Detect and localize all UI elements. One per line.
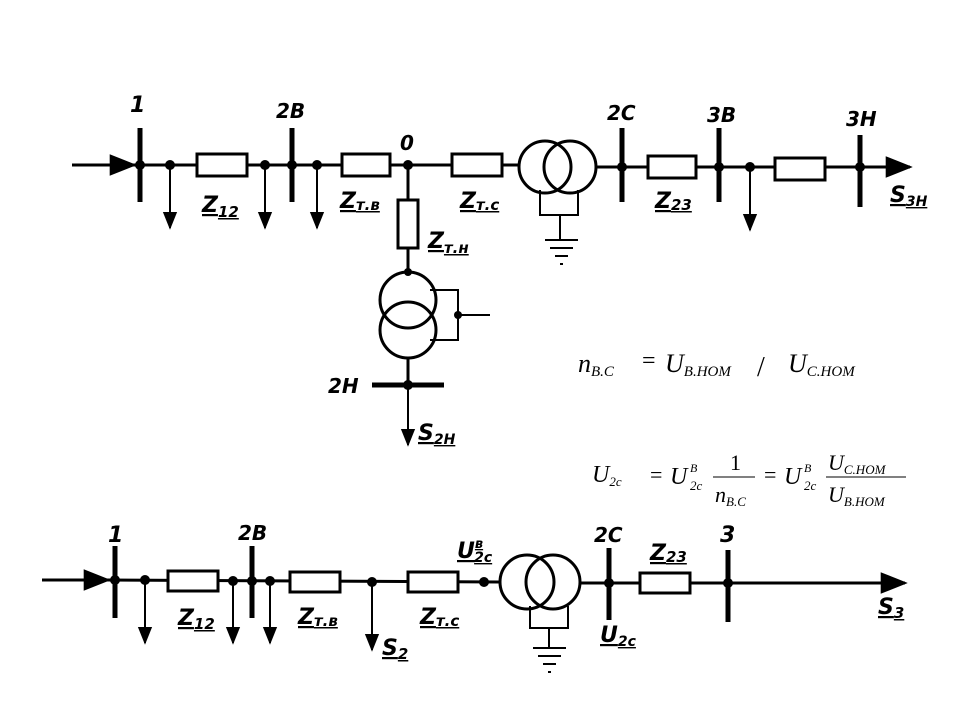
upper-transformer-coil-1 — [517, 139, 573, 195]
z23-box — [646, 154, 698, 180]
voltage-f1-num: 1 — [730, 450, 741, 475]
voltage-t2: U — [784, 464, 803, 490]
label-bus-3h: 3Н — [846, 107, 877, 131]
lower-label-bus-3: 3 — [720, 523, 735, 548]
upper-transformer-coil-2 — [542, 139, 598, 195]
lower-branch-transformer-coil-2 — [378, 300, 438, 360]
lower-transformer-coil-2 — [524, 553, 582, 611]
label-z23: Z23 — [654, 189, 692, 214]
upper-labels: 1 2В 0 2С 3В 3Н 2Н Z12 Zт.в Zт.с Z23 Zт.… — [130, 93, 928, 448]
lower-label-bus-1: 1 — [108, 523, 123, 548]
lower-ground-icon — [533, 647, 566, 673]
lower-label-ztb: Zт.в — [297, 605, 338, 630]
label-s3h: S3Н — [890, 183, 928, 210]
ratio-slash: / — [757, 352, 765, 383]
ratio-u2: UC.HOM — [788, 349, 856, 380]
label-bus-2b: 2В — [276, 99, 305, 123]
formula-voltage: U2c = U B 2c 1 nB.C = U B 2c UC.HOM UB.H… — [592, 450, 906, 509]
lower-label-s2: S2 — [382, 636, 408, 663]
label-ztb: Zт.в — [339, 189, 380, 214]
label-bus-2h: 2Н — [328, 374, 359, 398]
lower-z12-box — [166, 569, 220, 593]
lower-ztb-box — [288, 570, 342, 594]
lower-diagram — [42, 546, 908, 673]
ratio-u1: UB.HOM — [665, 349, 732, 380]
label-ztc: Zт.с — [459, 189, 499, 214]
lower-label-ztc: Zт.с — [419, 605, 459, 630]
z12-box — [195, 152, 249, 178]
lower-label-bus-2c: 2С — [594, 523, 623, 547]
autotransformer-tap — [430, 289, 490, 341]
label-s2h: S2Н — [418, 421, 456, 448]
voltage-f1-den: nB.C — [715, 482, 746, 509]
ztc-box — [450, 152, 504, 178]
ratio-eq: = — [642, 348, 656, 374]
lower-label-s3: S3 — [878, 595, 904, 622]
label-bus-1: 1 — [130, 93, 145, 118]
lower-label-bus-2b: 2В — [238, 521, 267, 545]
voltage-t2-sup: B — [804, 461, 812, 475]
ratio-lhs: nB.C — [578, 349, 615, 380]
label-zth: Zт.н — [427, 229, 469, 257]
lower-label-u2c: U2с — [600, 623, 637, 650]
zth-box — [396, 198, 420, 250]
lower-label-z12: Z12 — [177, 606, 215, 633]
lower-transformer-ground-wire — [529, 606, 569, 648]
lower-transformer-coil-1 — [498, 553, 556, 611]
voltage-t2-sub: 2c — [804, 478, 817, 493]
voltage-f2-num: UC.HOM — [828, 450, 887, 477]
voltage-t1-sub: 2c — [690, 478, 703, 493]
label-bus-3b: 3В — [707, 103, 736, 127]
lower-ztc-box — [406, 570, 460, 594]
voltage-eq2: = — [764, 462, 776, 487]
z3h-box — [773, 156, 827, 182]
lower-branch-transformer-coil-1 — [378, 270, 438, 330]
voltage-t1: U — [670, 464, 689, 490]
upper-transformer-ground-wire — [539, 190, 579, 240]
voltage-lhs: U2c — [592, 462, 622, 489]
upper-diagram — [72, 128, 913, 447]
ztb-box — [340, 152, 392, 178]
upper-ground-icon — [545, 239, 578, 265]
label-bus-2c: 2С — [607, 101, 636, 125]
label-z12: Z12 — [201, 193, 239, 221]
lower-label-z23: Z23 — [649, 541, 687, 566]
voltage-t1-sup: B — [690, 461, 698, 475]
voltage-f2-den: UB.HOM — [828, 482, 886, 509]
label-node-0: 0 — [400, 131, 414, 155]
voltage-eq1: = — [650, 462, 662, 487]
lower-z23-box — [638, 571, 692, 595]
formula-ratio: nB.C = UB.HOM / UC.HOM — [578, 348, 856, 383]
